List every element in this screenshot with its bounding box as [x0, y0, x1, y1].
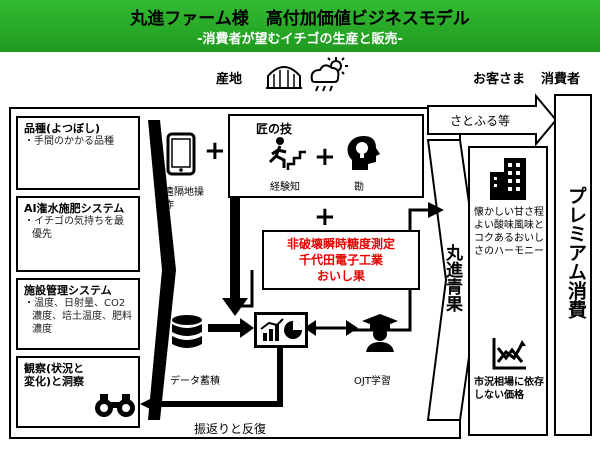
tablet-icon: [166, 132, 196, 180]
category-title: 品種(よつぼし): [24, 122, 101, 135]
category-title: 観察(状況と変化)と洞察: [24, 362, 85, 388]
plus-craft: +: [314, 142, 336, 172]
category-item: ・手間のかかる品種: [24, 136, 114, 147]
category-facility: 施設管理システム ・温度、日射量、CO2濃度、培土温度、肥料濃度: [16, 278, 140, 350]
feedback-label: 振返りと反復: [194, 422, 267, 436]
head-lightbulb-icon: [344, 134, 384, 176]
channel-arrow: [427, 93, 558, 147]
database-icon: [170, 314, 204, 358]
category-item: ・イチゴの気持ちを最優先: [24, 216, 124, 240]
measurement-line3: おいし果: [316, 269, 365, 283]
consumers-label: 消費者: [541, 72, 581, 87]
category-item: ・温度、日射量、CO2濃度、培土温度、肥料濃度: [24, 298, 132, 335]
feature-taste: 懐かしい甘さ程よい酸味風味とコクあるおいしさのハーモニー: [474, 207, 544, 257]
category-title: 施設管理システム: [24, 284, 112, 297]
analytics-icon: [254, 312, 308, 348]
hub-label: 丸進青果: [442, 244, 462, 312]
craft-title: 匠の技: [256, 122, 293, 136]
measurement-box: 非破壊瞬時糖度測定 千代田電子工業 おいし果: [262, 230, 420, 290]
binoculars-icon: [94, 392, 136, 422]
ojt-label: OJT学習: [354, 376, 391, 387]
category-variety: 品種(よつぼし) ・手間のかかる品種: [16, 116, 140, 190]
premium-box: プレミアム消費: [554, 94, 592, 436]
chart-icon: [492, 336, 528, 374]
customers-label: お客さま: [473, 72, 526, 87]
craft-box: 匠の技 + 経験知 勘: [228, 114, 424, 198]
category-title: AI潅水施肥システム: [24, 202, 125, 215]
data-label: データ蓄積: [170, 376, 220, 387]
graduate-icon: [360, 312, 400, 356]
stairs-person-icon: [266, 136, 306, 176]
measurement-line2: 千代田電子工業: [298, 253, 383, 267]
feature-price: 市況相場に依存しない価格: [474, 377, 544, 401]
origin-label: 産地: [216, 72, 243, 87]
weather-icon: [306, 56, 350, 98]
intuition-label: 勘: [354, 182, 364, 193]
greenhouse-icon: [266, 62, 302, 94]
category-observation: 観察(状況と変化)と洞察: [16, 356, 140, 428]
experience-label: 経験知: [270, 182, 300, 193]
channel-label: さとふる等: [450, 114, 511, 128]
measurement-line1: 非破壊瞬時糖度測定: [286, 237, 395, 251]
category-irrigation: AI潅水施肥システム ・イチゴの気持ちを最優先: [16, 196, 140, 272]
plus-remote: +: [204, 136, 226, 166]
features-box: 懐かしい甘さ程よい酸味風味とコクあるおいしさのハーモニー 市況相場に依存しない価…: [468, 146, 548, 436]
remote-label: 遠隔地操作: [164, 187, 204, 211]
header-banner: [0, 0, 600, 52]
premium-label: プレミアム消費: [565, 186, 587, 319]
page-title: 丸進ファーム様 高付加価値ビジネスモデル: [130, 9, 470, 29]
building-icon: [488, 156, 532, 204]
page-subtitle: -消費者が望むイチゴの生産と販売-: [197, 32, 403, 47]
plus-measurement: +: [314, 202, 336, 232]
